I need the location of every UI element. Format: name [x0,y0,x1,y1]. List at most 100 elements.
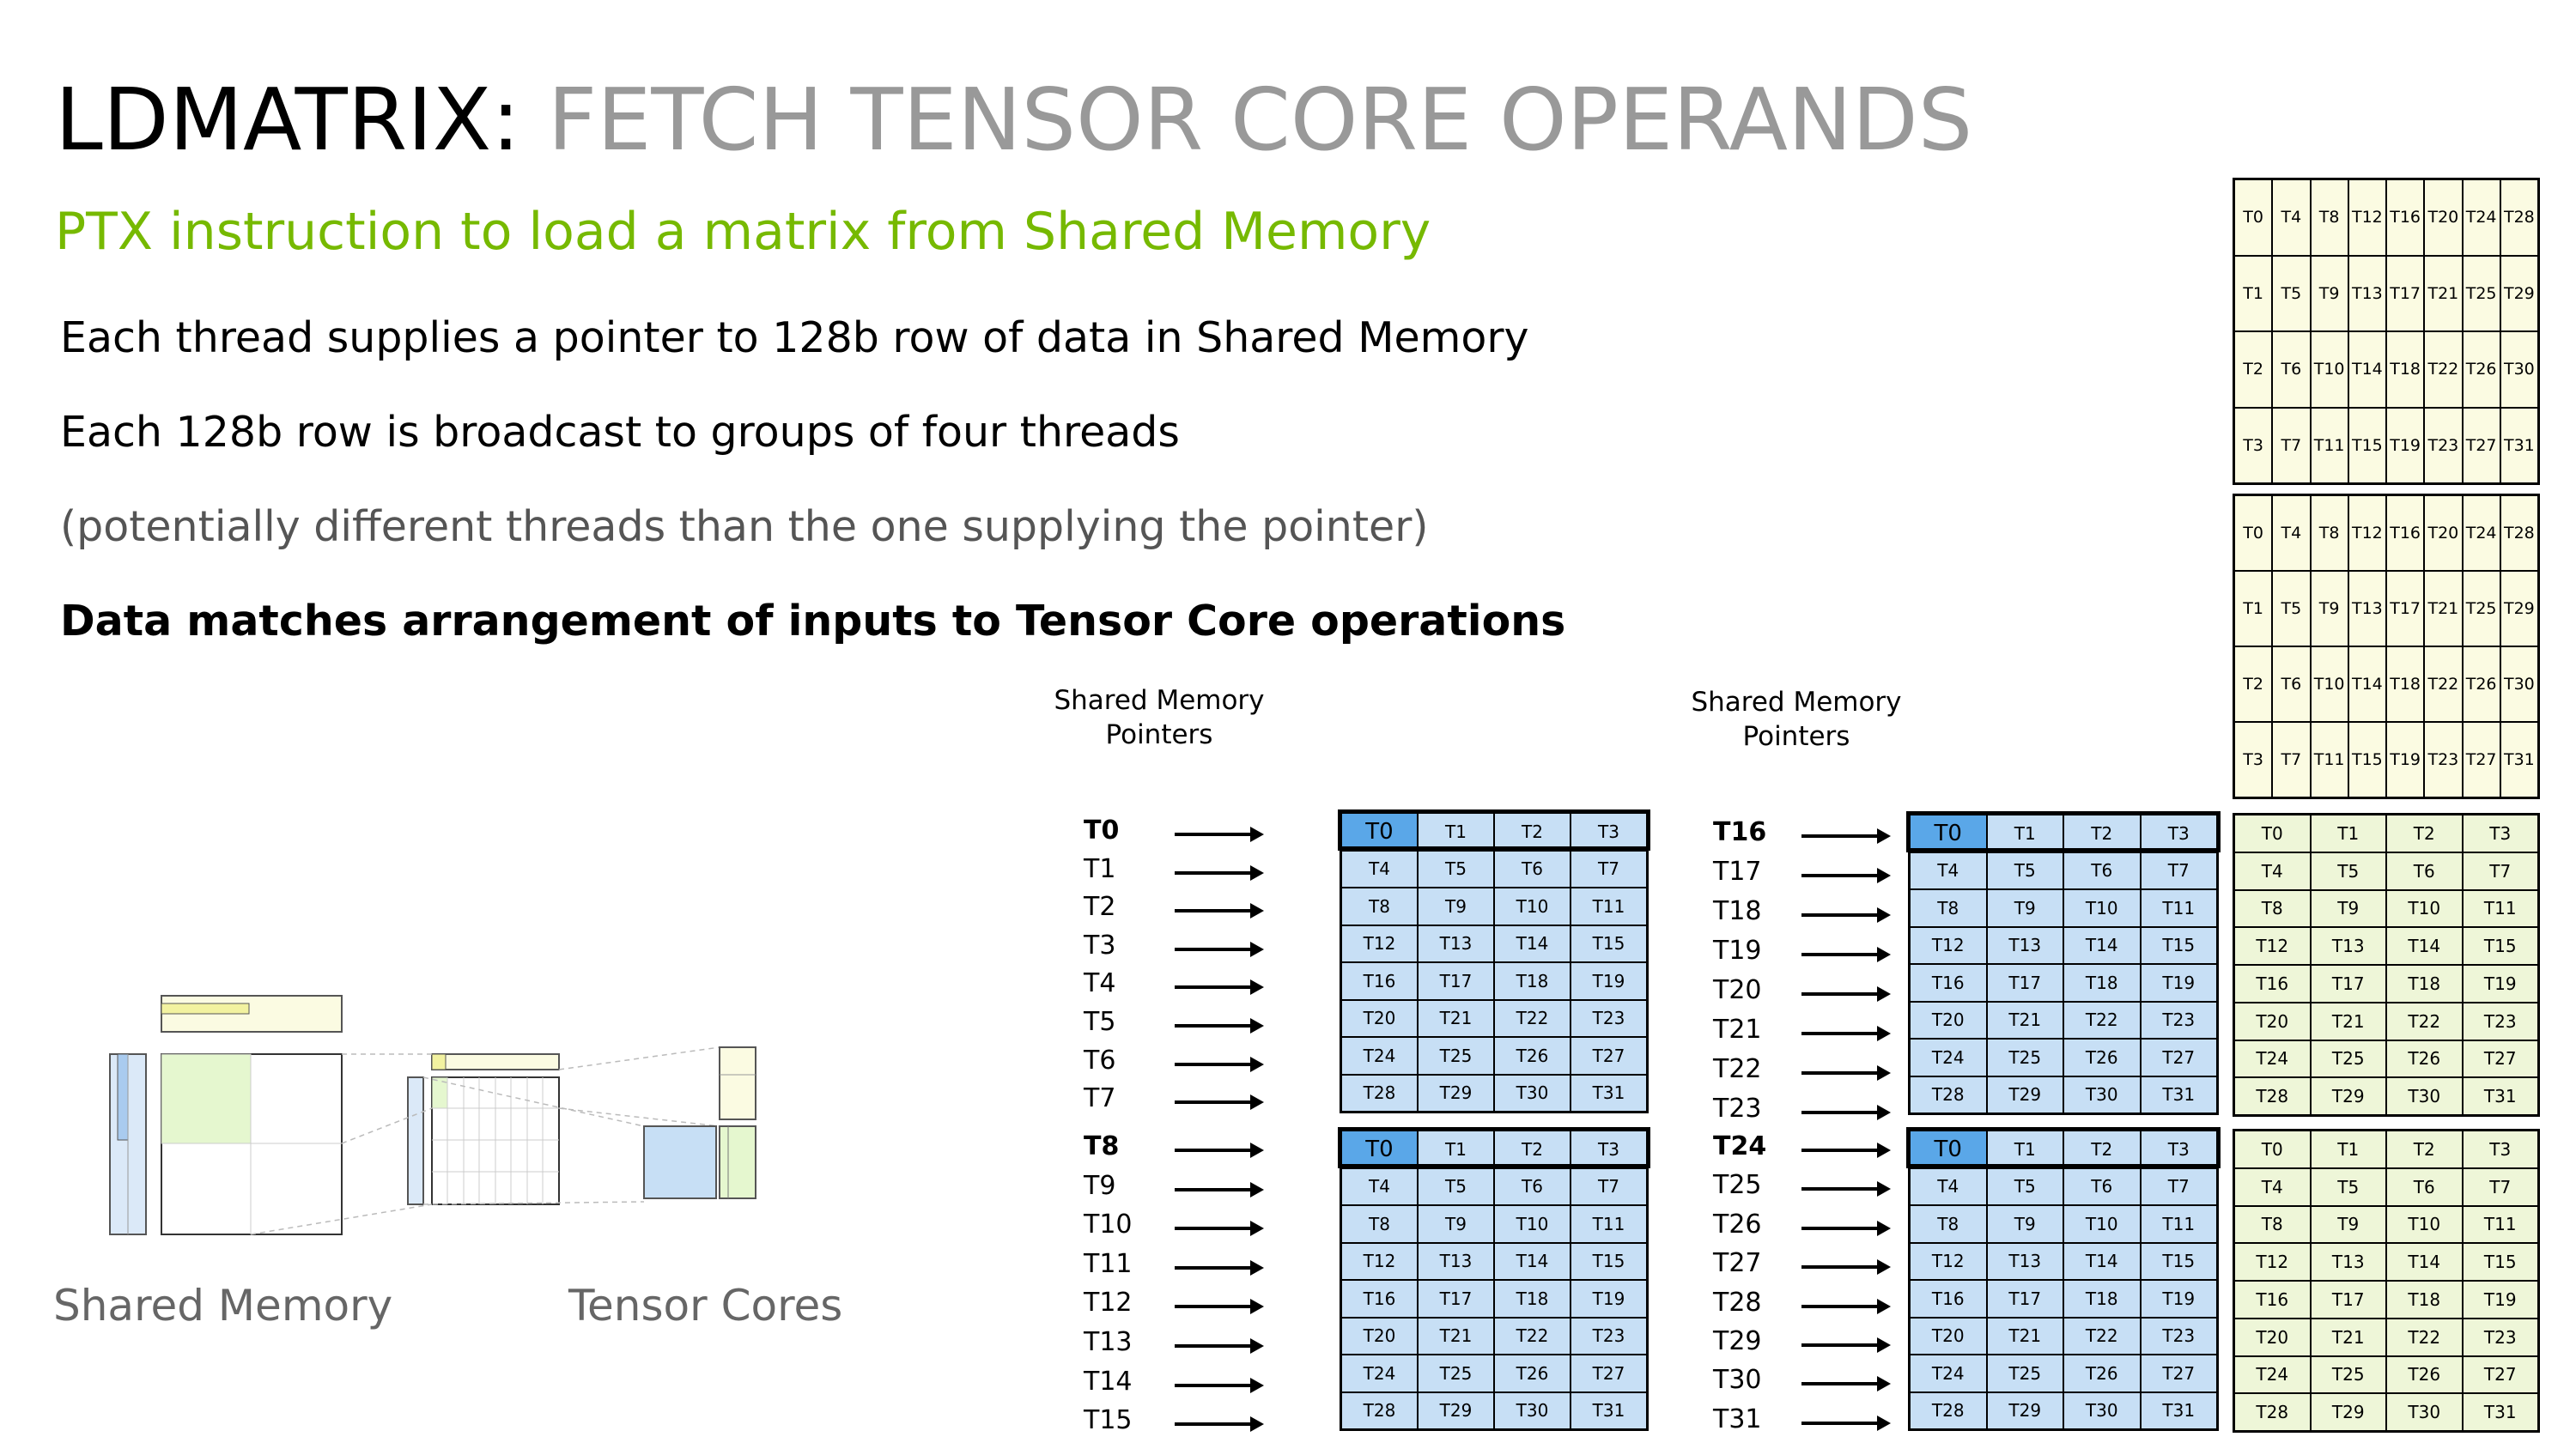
pointer-arrow [1175,979,1264,996]
pointer-label: T1 [1084,853,1116,884]
thread-cell: T5 [2311,852,2385,889]
pointer-arrow [1801,1298,1891,1314]
pointer-label: T4 [1084,968,1116,999]
thread-cell: T19 [1571,1281,1646,1317]
thread-cell: T1 [1419,814,1493,850]
thread-cell: T28 [1342,1392,1417,1428]
thread-cell: T27 [1571,1038,1646,1074]
thread-cell: T9 [2311,572,2348,646]
thread-cell: T19 [1571,963,1646,999]
thread-cell: T27 [2141,1355,2216,1391]
thread-cell: T8 [1342,1206,1417,1242]
thread-cell: T5 [1419,1168,1493,1204]
thread-cell: T16 [1911,1281,1986,1317]
thread-cell: T27 [2141,1040,2216,1076]
thread-cell: T15 [2463,928,2537,964]
thread-cell: T18 [2387,966,2462,1002]
thread-cell: T14 [2387,1244,2462,1280]
thread-cell: T12 [2348,496,2385,570]
thread-cell: T31 [1571,1075,1646,1111]
thread-cell: T29 [2500,256,2537,330]
thread-cell: T30 [1495,1392,1570,1428]
thread-cell: T2 [2235,647,2272,721]
thread-cell: T24 [2235,1356,2310,1393]
thread-cell: T23 [1571,1000,1646,1036]
thread-cell: T1 [2235,572,2272,646]
pointer-arrow [1801,1105,1891,1120]
thread-cell: T0 [2235,180,2272,255]
thread-cell: T3 [2463,1131,2537,1167]
thread-cell: T6 [2387,1168,2462,1205]
pointer-label: T11 [1084,1248,1133,1279]
thread-cell: T25 [1987,1040,2063,1076]
thread-cell: T2 [2387,815,2462,852]
thread-cell: T15 [2463,1244,2537,1280]
thread-cell: T26 [2463,332,2500,407]
pointer-label: T10 [1084,1210,1133,1240]
thread-cell: T11 [2311,723,2348,797]
thread-cell: T29 [1987,1392,2063,1428]
thread-cell: T23 [2463,1319,2537,1355]
thread-cell: T10 [1495,888,1570,925]
thread-cell: T23 [2141,1318,2216,1354]
thread-cell: T3 [2141,815,2216,852]
pointer-arrow [1175,941,1264,957]
thread-cell: T14 [2387,928,2462,964]
thread-cell: T27 [2463,723,2500,797]
thread-cell: T6 [2273,647,2310,721]
thread-cell: T30 [2500,647,2537,721]
thread-cell: T6 [1495,1168,1570,1204]
bullet-2: Each 128b row is broadcast to groups of … [60,408,1180,457]
thread-cell: T22 [2387,1319,2462,1355]
thread-cell: T16 [2235,966,2310,1002]
thread-cell: T29 [1419,1075,1493,1111]
pointer-arrow [1801,1143,1891,1158]
thread-cell: T28 [1911,1392,1986,1428]
thread-cell: T13 [2348,256,2385,330]
thread-cell: T2 [2235,332,2272,407]
pointer-label: T27 [1713,1248,1762,1279]
pointer-arrow [1175,1181,1264,1197]
bullet-3: (potentially different threads than the … [60,502,1429,551]
pointer-arrow [1175,1221,1264,1237]
pointer-label: T9 [1084,1170,1116,1201]
thread-cell: T9 [1419,888,1493,925]
thread-cell: T28 [2235,1078,2310,1114]
thread-cell: T24 [2463,496,2500,570]
thread-cell: T3 [1571,1131,1646,1167]
thread-cell: T2 [2064,1131,2140,1167]
thread-cell: T9 [1987,1206,2063,1242]
thread-cell: T10 [1495,1206,1570,1242]
thread-cell: T3 [2235,408,2272,482]
pointer-label: T24 [1713,1131,1767,1161]
pointer-label: T12 [1084,1288,1133,1319]
thread-cell: T1 [2311,1131,2385,1167]
thread-cell: T28 [2500,496,2537,570]
pointer-label: T23 [1713,1094,1762,1124]
thread-cell: T2 [1495,814,1570,850]
thread-cell: T5 [1987,1168,2063,1204]
pointer-header-line1: Shared Memory [1691,687,1902,718]
pointer-arrow [1175,1259,1264,1276]
pointer-label: T18 [1713,896,1762,926]
thread-cell: T26 [1495,1355,1570,1391]
thread-cell: T17 [1987,965,2063,1001]
thread-cell: T28 [1342,1075,1417,1111]
thread-cell: T7 [2273,408,2310,482]
thread-cell: T13 [1987,1243,2063,1279]
thread-cell: T11 [2463,890,2537,927]
thread-cell: T29 [1419,1392,1493,1428]
thread-cell: T29 [1987,1076,2063,1113]
thread-cell: T9 [1419,1206,1493,1242]
pointer-label: T21 [1713,1015,1762,1045]
pointer-arrow [1175,827,1264,842]
thread-cell: T10 [2311,647,2348,721]
pointer-label: T16 [1713,817,1767,847]
pointer-arrow [1175,1143,1264,1158]
thread-cell: T20 [1911,1002,1986,1038]
thread-cell: T31 [2463,1078,2537,1114]
thread-cell: T20 [1342,1318,1417,1354]
thread-cell: T22 [1495,1318,1570,1354]
